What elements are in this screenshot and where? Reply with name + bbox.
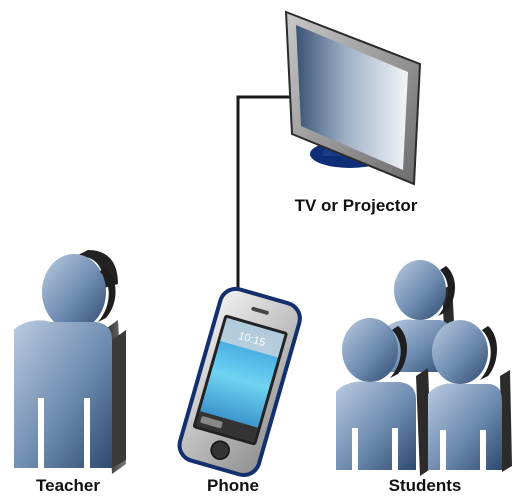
students-icon <box>336 260 512 476</box>
student-right <box>428 320 512 472</box>
teacher-label: Teacher <box>36 476 100 495</box>
tv-icon <box>284 10 422 186</box>
phone-icon: 10:15 <box>177 286 302 478</box>
tv-label: TV or Projector <box>294 196 418 215</box>
connector-line <box>236 95 300 312</box>
students-label: Students <box>388 476 462 495</box>
teacher-icon <box>14 250 126 474</box>
phone-label: Phone <box>207 476 259 495</box>
